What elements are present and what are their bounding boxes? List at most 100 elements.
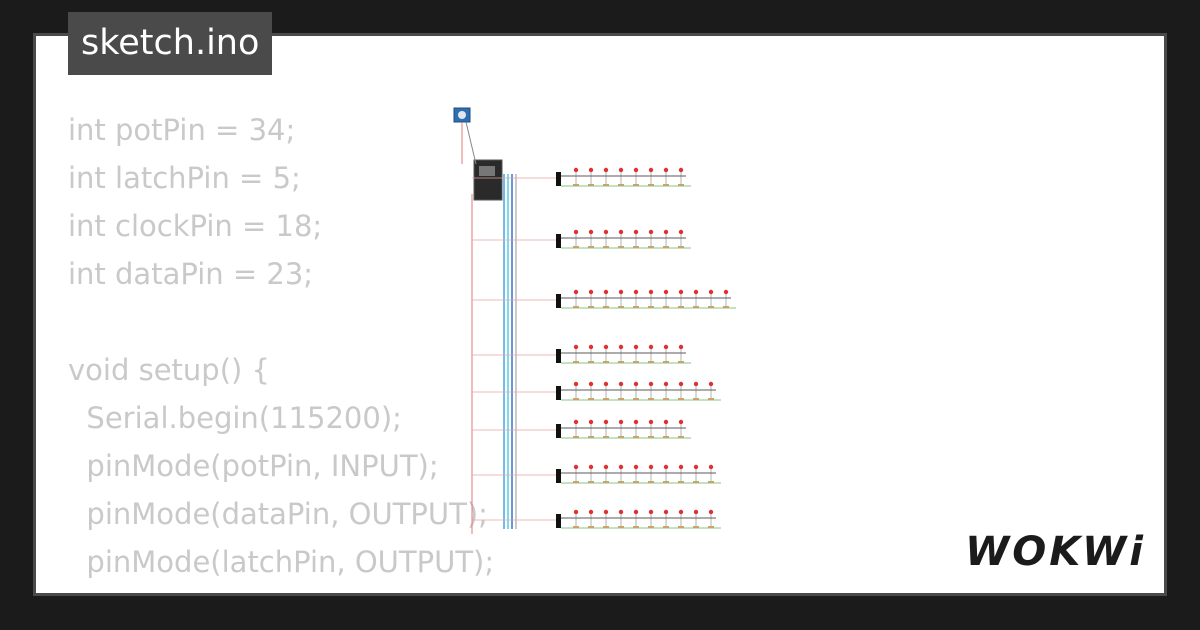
led (588, 229, 594, 235)
bus-wires (461, 121, 517, 534)
led (648, 509, 654, 515)
resistor (663, 246, 669, 248)
resistor (678, 398, 684, 400)
led (678, 344, 684, 350)
led (663, 509, 669, 515)
led (663, 289, 669, 295)
resistor (648, 246, 654, 248)
resistor (603, 361, 609, 363)
shift-register-chip (556, 514, 561, 528)
led (633, 167, 639, 173)
led (648, 167, 654, 173)
resistor (693, 398, 699, 400)
resistor (618, 246, 624, 248)
resistor (618, 306, 624, 308)
resistor (648, 361, 654, 363)
led (588, 167, 594, 173)
led (573, 381, 579, 387)
code-line: int potPin = 34; (68, 113, 296, 147)
led (573, 167, 579, 173)
shift-register-module (472, 167, 691, 187)
led (603, 419, 609, 425)
resistor (603, 526, 609, 528)
led (663, 167, 669, 173)
shift-register-chip (556, 294, 561, 308)
led (633, 344, 639, 350)
resistor (603, 398, 609, 400)
led (603, 509, 609, 515)
code-line: pinMode(potPin, INPUT); (68, 449, 439, 483)
led (573, 289, 579, 295)
led (618, 229, 624, 235)
resistor (693, 481, 699, 483)
led (678, 167, 684, 173)
resistor (648, 306, 654, 308)
resistor (633, 184, 639, 186)
resistor (618, 526, 624, 528)
resistor (678, 184, 684, 186)
resistor (618, 361, 624, 363)
resistor (708, 306, 714, 308)
resistor (573, 184, 579, 186)
resistor (648, 526, 654, 528)
resistor (588, 246, 594, 248)
resistor (723, 306, 729, 308)
led (573, 419, 579, 425)
shift-register-chip (556, 386, 561, 400)
led (693, 509, 699, 515)
resistor (588, 526, 594, 528)
resistor (573, 246, 579, 248)
led (618, 344, 624, 350)
shift-register-chip (556, 469, 561, 483)
led (678, 229, 684, 235)
resistor (573, 361, 579, 363)
resistor (603, 246, 609, 248)
resistor (603, 306, 609, 308)
code-line: pinMode(clockPin, OUTPUT); (68, 586, 497, 593)
led (618, 464, 624, 470)
led (708, 464, 714, 470)
resistor (663, 526, 669, 528)
resistor (573, 481, 579, 483)
led (633, 229, 639, 235)
code-line: int dataPin = 23; (68, 257, 314, 291)
resistor (573, 436, 579, 438)
resistor (573, 398, 579, 400)
resistor (678, 481, 684, 483)
led (633, 419, 639, 425)
resistor (693, 526, 699, 528)
led (603, 381, 609, 387)
resistor (648, 184, 654, 186)
resistor (618, 436, 624, 438)
code-line: Serial.begin(115200); (68, 401, 402, 435)
code-line: pinMode(latchPin, OUTPUT); (68, 545, 495, 579)
resistor (573, 526, 579, 528)
code-line: pinMode(dataPin, OUTPUT); (68, 497, 488, 531)
resistor (603, 436, 609, 438)
resistor (678, 246, 684, 248)
code-line: void setup() { (68, 353, 270, 387)
led (708, 381, 714, 387)
shift-register-module (472, 419, 691, 439)
resistor (618, 184, 624, 186)
shift-register-modules (472, 167, 736, 529)
led (573, 229, 579, 235)
resistor (678, 436, 684, 438)
resistor (678, 526, 684, 528)
resistor (663, 481, 669, 483)
resistor (588, 398, 594, 400)
shift-register-module (472, 344, 691, 364)
resistor (648, 436, 654, 438)
led (648, 381, 654, 387)
resistor (633, 361, 639, 363)
resistor (588, 306, 594, 308)
led (663, 381, 669, 387)
resistor (663, 306, 669, 308)
led (693, 289, 699, 295)
resistor (693, 306, 699, 308)
resistor (633, 246, 639, 248)
led (678, 509, 684, 515)
led (678, 464, 684, 470)
led (663, 419, 669, 425)
resistor (708, 398, 714, 400)
